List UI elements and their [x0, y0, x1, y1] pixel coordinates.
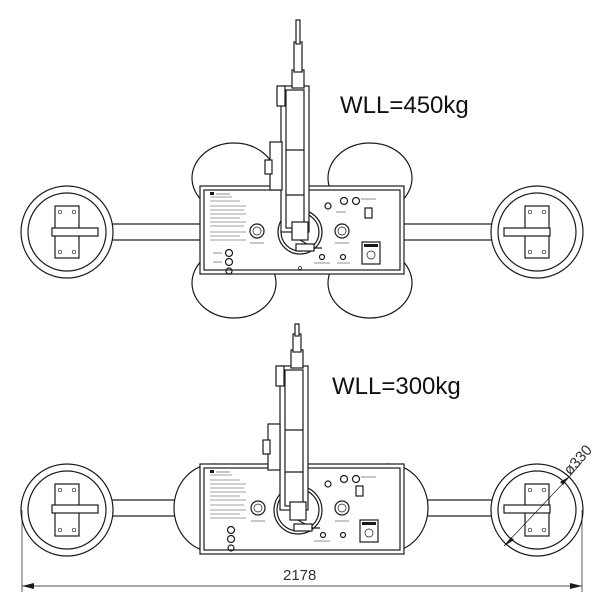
bottom-pad-outer-left	[20, 463, 114, 557]
overall-width-label: 2178	[283, 567, 316, 584]
top-pad-outer-right	[490, 185, 584, 279]
bottom-wll-label: WLL=300kg	[332, 373, 461, 400]
top-lifter-unit: WLL=450kg	[20, 19, 584, 319]
pad-diameter-label: ø330	[560, 442, 596, 479]
bottom-lift-column	[262, 323, 323, 535]
top-pad-outer-left	[20, 185, 114, 279]
bottom-pad-outer-right	[490, 463, 584, 557]
top-lift-column	[264, 19, 323, 270]
top-wll-label: WLL=450kg	[340, 92, 469, 119]
bottom-lifter-unit: WLL=300kg ø330	[20, 323, 596, 557]
overall-width-dimension: 2178	[21, 510, 583, 592]
